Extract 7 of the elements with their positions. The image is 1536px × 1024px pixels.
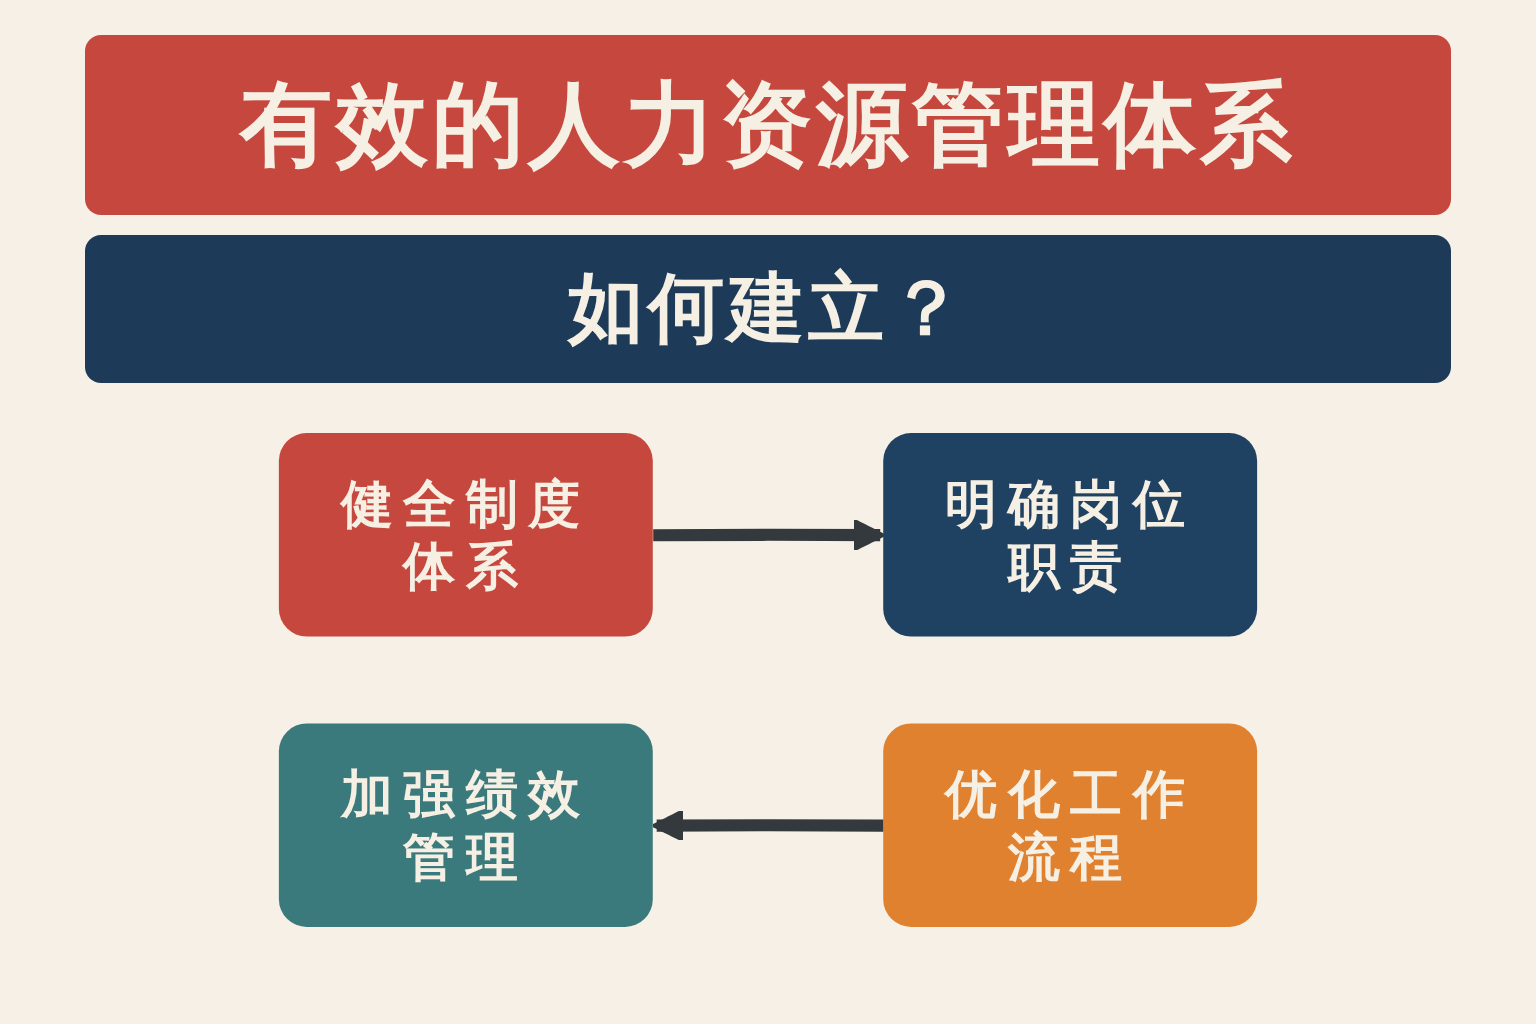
process-box: 加强绩效管理 xyxy=(278,723,653,927)
arrow xyxy=(651,809,884,842)
process-box: 健全制度体系 xyxy=(278,433,653,637)
subtitle-banner: 如何建立？ xyxy=(85,235,1451,383)
title-banner: 有效的人力资源管理体系 xyxy=(85,35,1451,215)
process-box: 优化工作流程 xyxy=(883,723,1258,927)
process-box: 明确岗位职责 xyxy=(883,433,1258,637)
